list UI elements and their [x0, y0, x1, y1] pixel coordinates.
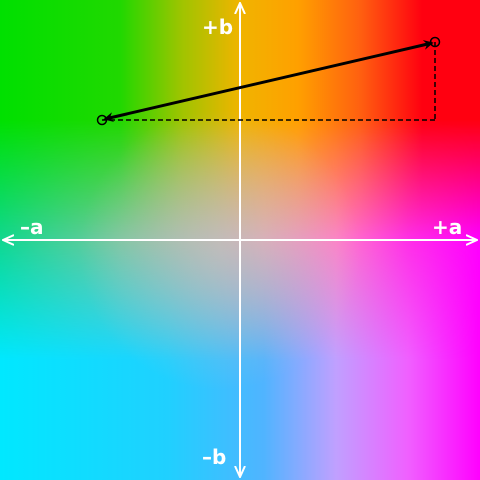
color-difference-vector [96, 36, 441, 126]
color-point-2 [429, 36, 441, 48]
pos-b-label: +b [202, 15, 233, 39]
color-point-1 [96, 114, 108, 126]
neg-b-label: –b [202, 445, 226, 469]
difference-arrow [103, 40, 434, 122]
pos-a-label: +a [432, 215, 462, 239]
neg-a-label: –a [20, 215, 44, 239]
